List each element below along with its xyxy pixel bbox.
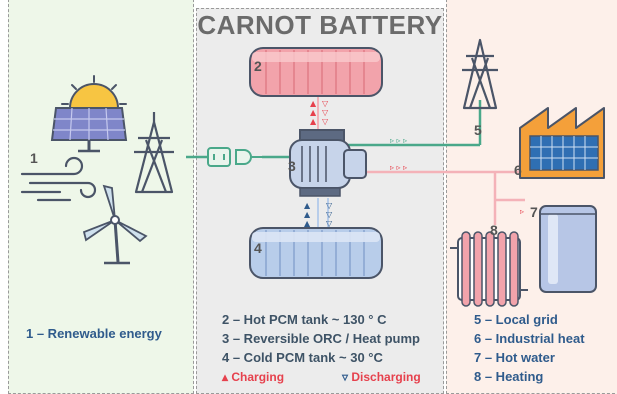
flow-arrows-heat: ▹ ▹ ▹ ▹ [390,163,524,216]
svg-text:▽: ▽ [322,117,329,126]
charge-arrows-cold: ▲▲▲ ▽▽▽ [304,201,333,228]
svg-text:▽: ▽ [322,99,329,108]
legend-hot-water: 7 – Hot water [474,350,555,365]
label-6: 6 [514,162,522,178]
flow-arrows: ▹ ▹ ▹ [390,136,407,145]
label-7: 7 [530,204,538,220]
charge-arrows-hot: ▲▲▲ ▽▽▽ [310,99,329,126]
legend-industrial-heat: 6 – Industrial heat [474,331,585,346]
local-grid-pylon-icon [462,38,498,110]
legend-local-grid: 5 – Local grid [474,312,558,327]
heat-pump-icon [289,129,367,197]
legend-orc-heat-pump: 3 – Reversible ORC / Heat pump [222,331,420,346]
svg-text:▲: ▲ [310,99,317,108]
svg-text:▲: ▲ [310,108,317,117]
discharge-arrow-grid: ▹ ▹ ▹ [390,136,407,145]
radiator-icon [450,231,528,307]
legend-heating: 8 – Heating [474,369,544,384]
label-3: 3 [288,158,296,174]
svg-text:▲: ▲ [304,219,311,228]
label-2: 2 [254,58,262,74]
plug-icon [207,147,262,167]
label-1: 1 [30,150,38,166]
legend-hot-tank: 2 – Hot PCM tank ~ 130 ° C [222,312,387,327]
svg-text:▲: ▲ [304,210,311,219]
solar-panel-icon [50,107,128,153]
wind-icon [20,156,97,202]
factory-icon [519,107,605,179]
water-tank-icon [539,205,597,293]
charging-legend: ▴ Charging [222,370,285,384]
renewable-panel [8,0,194,394]
power-pylon-icon [134,112,174,194]
sun-icon [61,75,127,109]
svg-text:▽: ▽ [322,108,329,117]
svg-text:▽: ▽ [326,210,333,219]
discharging-label: Discharging [351,370,421,384]
label-8: 8 [490,222,498,238]
charging-label: Charging [231,370,285,384]
svg-text:▲: ▲ [304,201,311,210]
svg-text:▽: ▽ [326,201,333,210]
legend-renewable: 1 – Renewable energy [26,326,162,341]
wind-turbine-icon [82,184,148,265]
svg-text:▽: ▽ [326,219,333,228]
diagram-title: CARNOT BATTERY [197,10,443,40]
svg-text:▲: ▲ [310,117,317,126]
cold-tank-icon [249,227,383,279]
hot-tank-icon [249,47,383,97]
legend-cold-tank: 4 – Cold PCM tank ~ 30 °C [222,350,383,365]
label-5: 5 [474,122,482,138]
discharging-legend: ▿ Discharging [342,370,421,384]
discharge-arrow-heat: ▹ ▹ ▹ [390,163,407,172]
arrow-hot-water: ▹ [520,207,524,216]
label-4: 4 [254,240,262,256]
